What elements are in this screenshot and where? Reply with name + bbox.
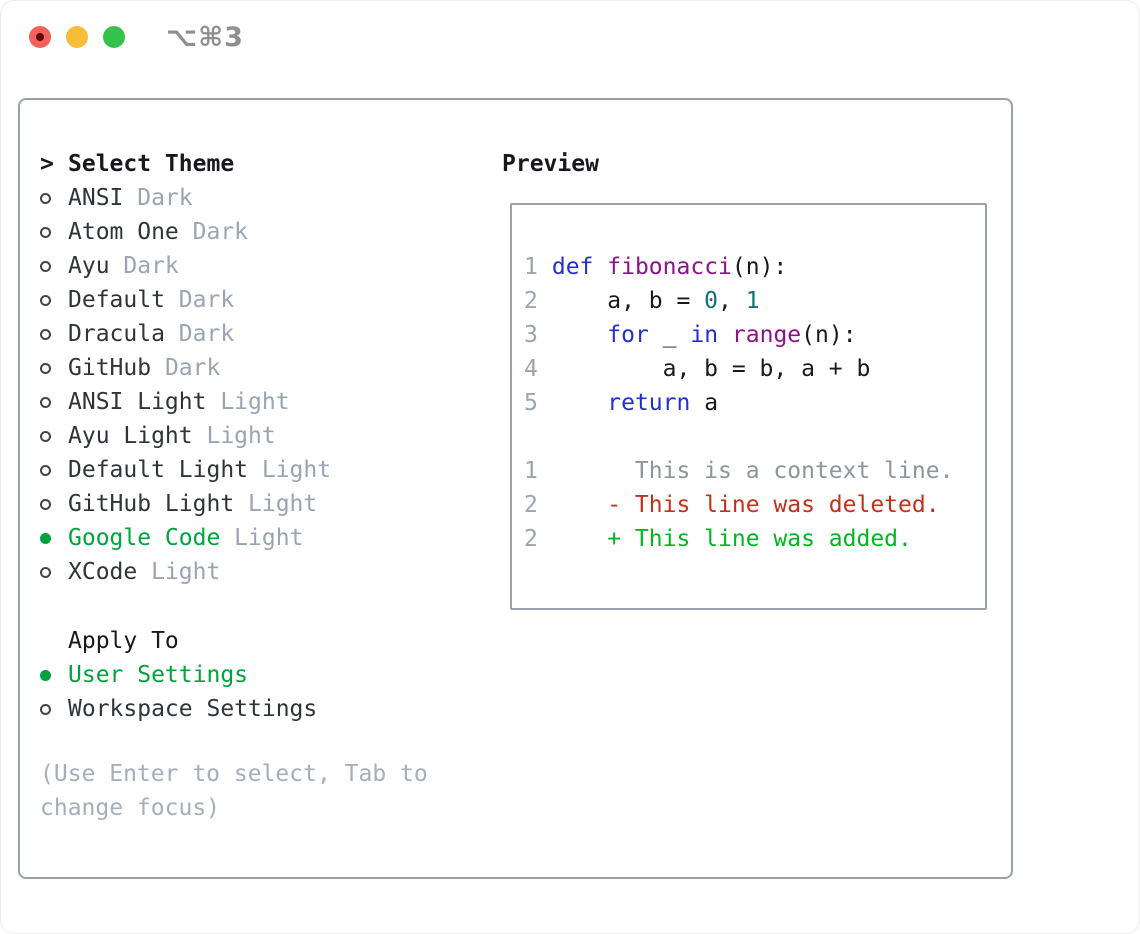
option-tag: Dark — [178, 219, 249, 245]
option-tag: Dark — [109, 253, 179, 279]
theme-option-dracula[interactable]: Dracula Dark — [40, 317, 331, 351]
option-label: Workspace Settings — [68, 696, 318, 722]
option-label: GitHub — [68, 355, 152, 381]
code-line: 3 for _ in range(n): — [524, 322, 857, 348]
line-number: 1 — [524, 458, 538, 484]
option-tag: Dark — [164, 321, 235, 347]
preview-pane: 1 def fibonacci(n): 2 a, b = 0, 1 3 for _ … — [510, 203, 987, 610]
selected-radio-icon — [40, 532, 68, 544]
theme-option-atom-one[interactable]: Atom One Dark — [40, 215, 331, 249]
apply-option-user-settings[interactable]: User Settings — [40, 658, 317, 692]
code-line: 4 a, b = b, a + b — [524, 356, 871, 382]
hint-line: (Use Enter to select, Tab to — [40, 761, 428, 787]
apply-to-header-row: Apply To — [40, 624, 317, 658]
preview-header: Preview — [502, 147, 599, 181]
theme-option-ansi[interactable]: ANSI Dark — [40, 181, 331, 215]
window-title: ⌥⌘3 — [166, 22, 244, 53]
keyboard-hint: (Use Enter to select, Tab to change focus… — [40, 757, 428, 825]
close-button[interactable] — [29, 26, 51, 48]
code-line: 2 a, b = 0, 1 — [524, 288, 760, 314]
theme-option-default-light[interactable]: Default Light Light — [40, 453, 331, 487]
theme-option-google-code[interactable]: Google Code Light — [40, 521, 331, 555]
radio-icon — [40, 362, 68, 374]
option-label: Ayu — [68, 253, 110, 279]
theme-option-ayu-light[interactable]: Ayu Light Light — [40, 419, 331, 453]
line-number: 1 — [524, 254, 538, 280]
line-number: 2 — [524, 526, 538, 552]
option-tag: Light — [220, 525, 304, 551]
title-bar: ⌥⌘3 — [0, 0, 1140, 74]
option-tag: Light — [192, 423, 276, 449]
zoom-button[interactable] — [103, 26, 125, 48]
theme-option-github-light[interactable]: GitHub Light Light — [40, 487, 331, 521]
option-label: GitHub Light — [68, 491, 235, 517]
theme-option-github[interactable]: GitHub Dark — [40, 351, 331, 385]
option-label: XCode — [68, 559, 138, 585]
option-tag: Dark — [151, 355, 221, 381]
option-tag: Dark — [123, 185, 193, 211]
line-number: 4 — [524, 356, 538, 382]
option-label: Default — [68, 287, 165, 313]
option-tag: Light — [234, 491, 318, 517]
preview-title: Preview — [502, 151, 599, 177]
diff-line-added: 2 + This line was added. — [524, 526, 912, 552]
code-line: 1 def fibonacci(n): — [524, 254, 788, 280]
option-label: Dracula — [68, 321, 165, 347]
radio-icon — [40, 192, 68, 204]
radio-icon — [40, 566, 68, 578]
theme-option-default[interactable]: Default Dark — [40, 283, 331, 317]
radio-icon — [40, 226, 68, 238]
radio-icon — [40, 498, 68, 510]
option-label: Default Light — [68, 457, 249, 483]
option-label: Ayu Light — [68, 423, 193, 449]
focus-cursor: > — [40, 151, 54, 177]
diff-line-context: 1 This is a context line. — [524, 458, 954, 484]
radio-icon — [40, 396, 68, 408]
apply-option-workspace-settings[interactable]: Workspace Settings — [40, 692, 317, 726]
minimize-button[interactable] — [66, 26, 88, 48]
option-tag: Light — [137, 559, 221, 585]
line-number: 5 — [524, 390, 538, 416]
theme-option-ansi-light[interactable]: ANSI Light Light — [40, 385, 331, 419]
line-number: 2 — [524, 288, 538, 314]
code-line: 5 return a — [524, 390, 719, 416]
diff-line-deleted: 2 - This line was deleted. — [524, 492, 940, 518]
radio-icon — [40, 703, 68, 715]
option-tag: Light — [206, 389, 290, 415]
option-label: ANSI Light — [68, 389, 207, 415]
option-label: Atom One — [68, 219, 179, 245]
theme-option-xcode[interactable]: XCode Light — [40, 555, 331, 589]
theme-list-header: > Select Theme — [40, 147, 331, 181]
radio-icon — [40, 328, 68, 340]
selected-radio-icon — [40, 669, 68, 681]
apply-to-title: Apply To — [68, 628, 179, 654]
hint-line: change focus) — [40, 795, 221, 821]
line-number: 3 — [524, 322, 538, 348]
radio-icon — [40, 260, 68, 272]
line-number: 2 — [524, 492, 538, 518]
option-label: ANSI — [68, 185, 124, 211]
option-tag: Light — [248, 457, 332, 483]
radio-icon — [40, 464, 68, 476]
theme-option-ayu[interactable]: Ayu Dark — [40, 249, 331, 283]
option-label: Google Code — [68, 525, 221, 551]
radio-icon — [40, 430, 68, 442]
radio-icon — [40, 294, 68, 306]
theme-list-title: Select Theme — [68, 151, 235, 177]
option-tag: Dark — [164, 287, 235, 313]
option-label: User Settings — [68, 662, 249, 688]
